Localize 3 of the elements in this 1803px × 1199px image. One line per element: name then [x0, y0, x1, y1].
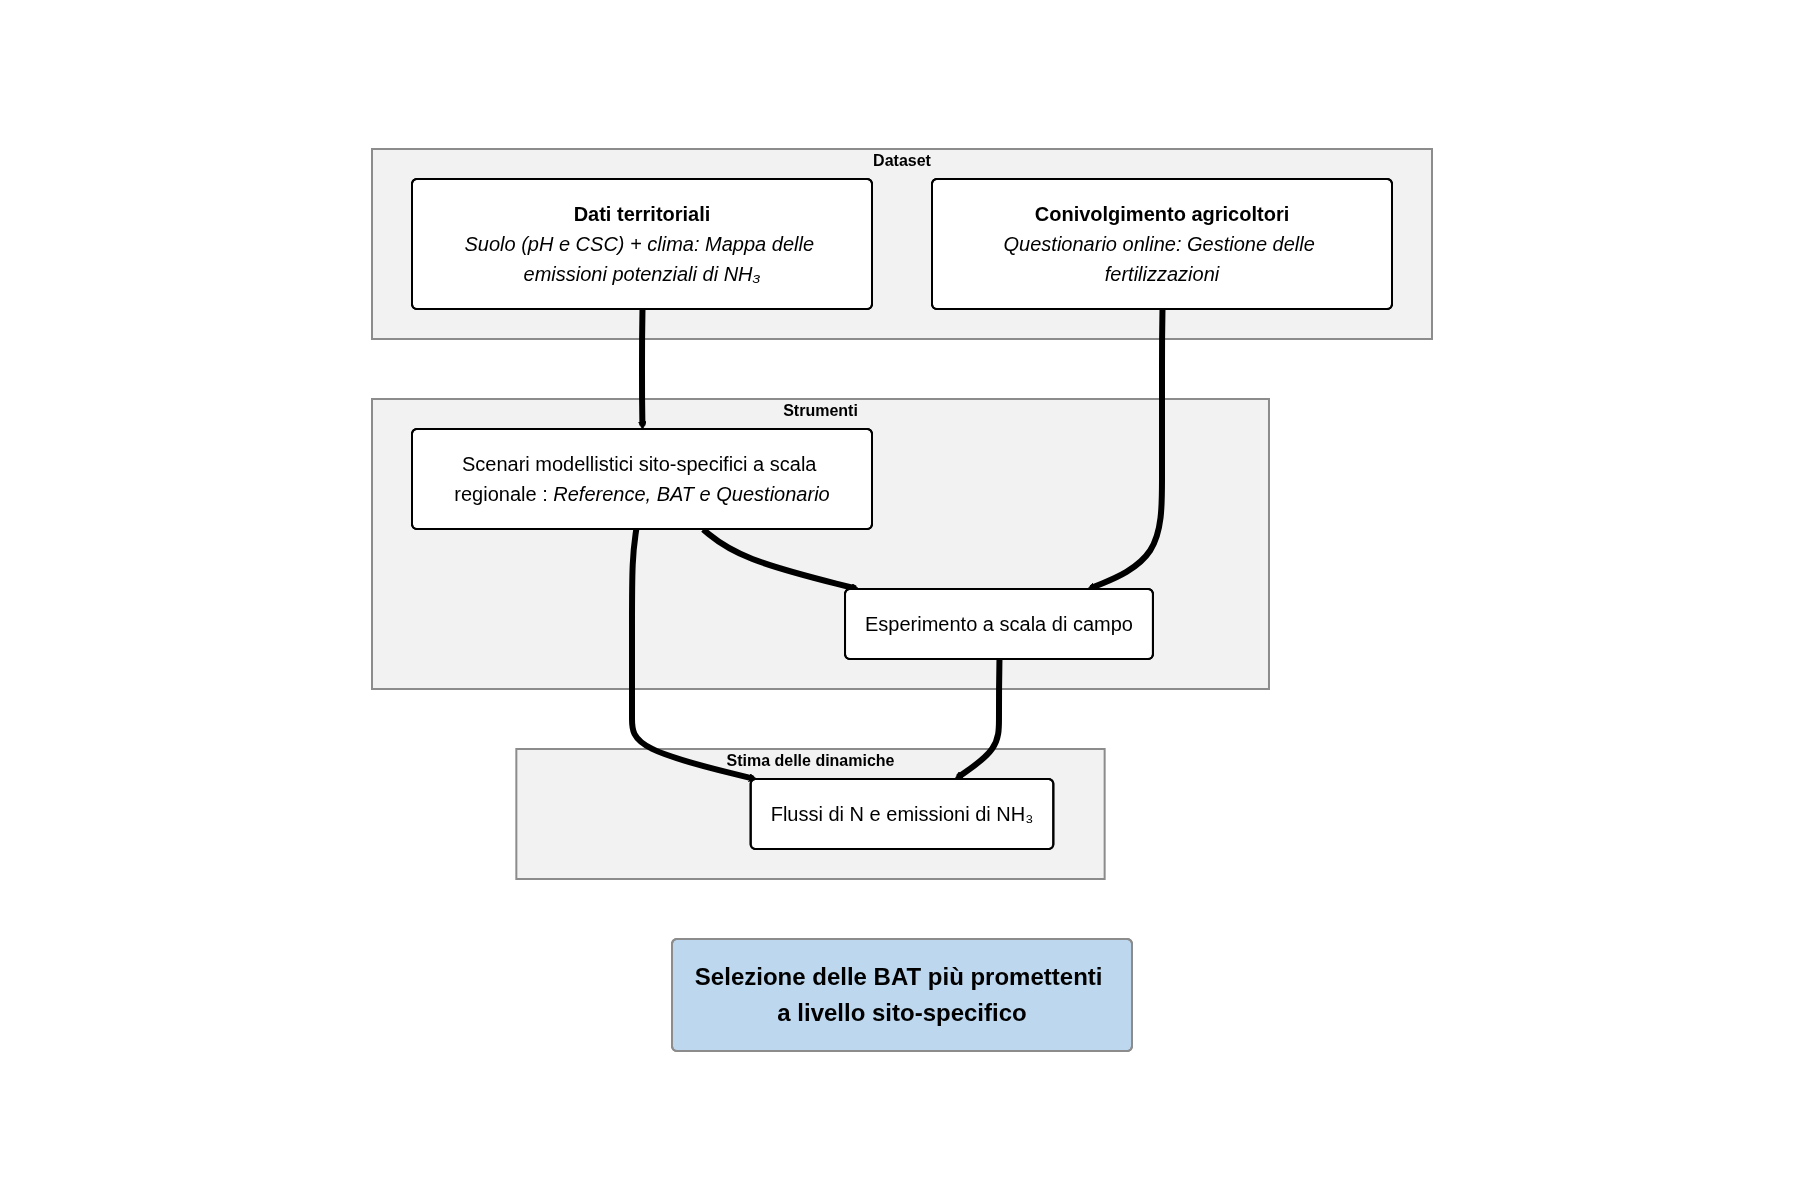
arrow — [637, 308, 647, 430]
arrow — [953, 658, 1002, 780]
arrow — [628, 528, 757, 782]
